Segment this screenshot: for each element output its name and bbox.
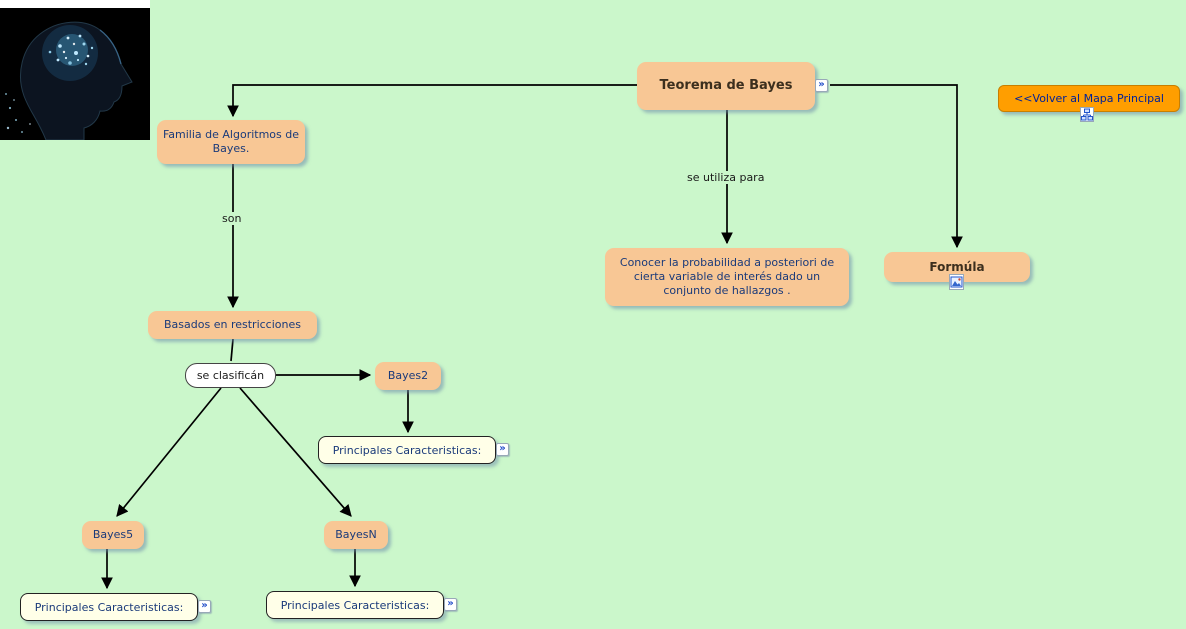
sitemap-icon-svg [1080, 107, 1094, 122]
node-bayes5[interactable]: Bayes5 [82, 521, 144, 549]
sitemap-icon[interactable] [1080, 107, 1094, 122]
expand-icon-teorema[interactable]: » [815, 79, 828, 92]
image-icon-svg [949, 274, 964, 290]
annotation-caracteristicas-bayes5[interactable]: Principales Caracteristicas: [20, 593, 198, 621]
top-margin [0, 0, 150, 8]
linking-phrase-se-utiliza-para[interactable]: se utiliza para [684, 171, 768, 184]
expand-icon-caracteristicas-bayes2[interactable]: » [496, 443, 509, 456]
annotation-caracteristicas-bayesn[interactable]: Principales Caracteristicas: [266, 591, 444, 619]
node-conocer-probabilidad[interactable]: Conocer la probabilidad a posteriori de … [605, 248, 849, 306]
connector-teorema-familia [227, 84, 637, 118]
expand-icon-caracteristicas-bayesn[interactable]: » [444, 598, 457, 611]
brain-head-image [0, 8, 150, 141]
node-bayesn[interactable]: BayesN [324, 521, 388, 549]
node-basados-en-restricciones[interactable]: Basados en restricciones [148, 311, 317, 339]
node-teorema-de-bayes[interactable]: Teorema de Bayes [637, 62, 815, 110]
node-bayes2[interactable]: Bayes2 [375, 362, 441, 390]
connector-basados-clasifican [230, 338, 234, 362]
annotation-caracteristicas-bayes2[interactable]: Principales Caracteristicas: [318, 436, 496, 464]
linking-phrase-se-clasifican[interactable]: se clasificán [185, 363, 276, 388]
image-attachment-icon[interactable] [949, 274, 964, 290]
node-familia-algoritmos[interactable]: Familia de Algoritmos de Bayes. [157, 120, 305, 164]
connector-clasifican-bayes5 [116, 387, 222, 517]
connector-teorema-formula [830, 84, 963, 249]
linking-phrase-son[interactable]: son [219, 212, 245, 225]
brain-head-svg [0, 8, 150, 141]
expand-icon-caracteristicas-bayes5[interactable]: » [198, 600, 211, 613]
